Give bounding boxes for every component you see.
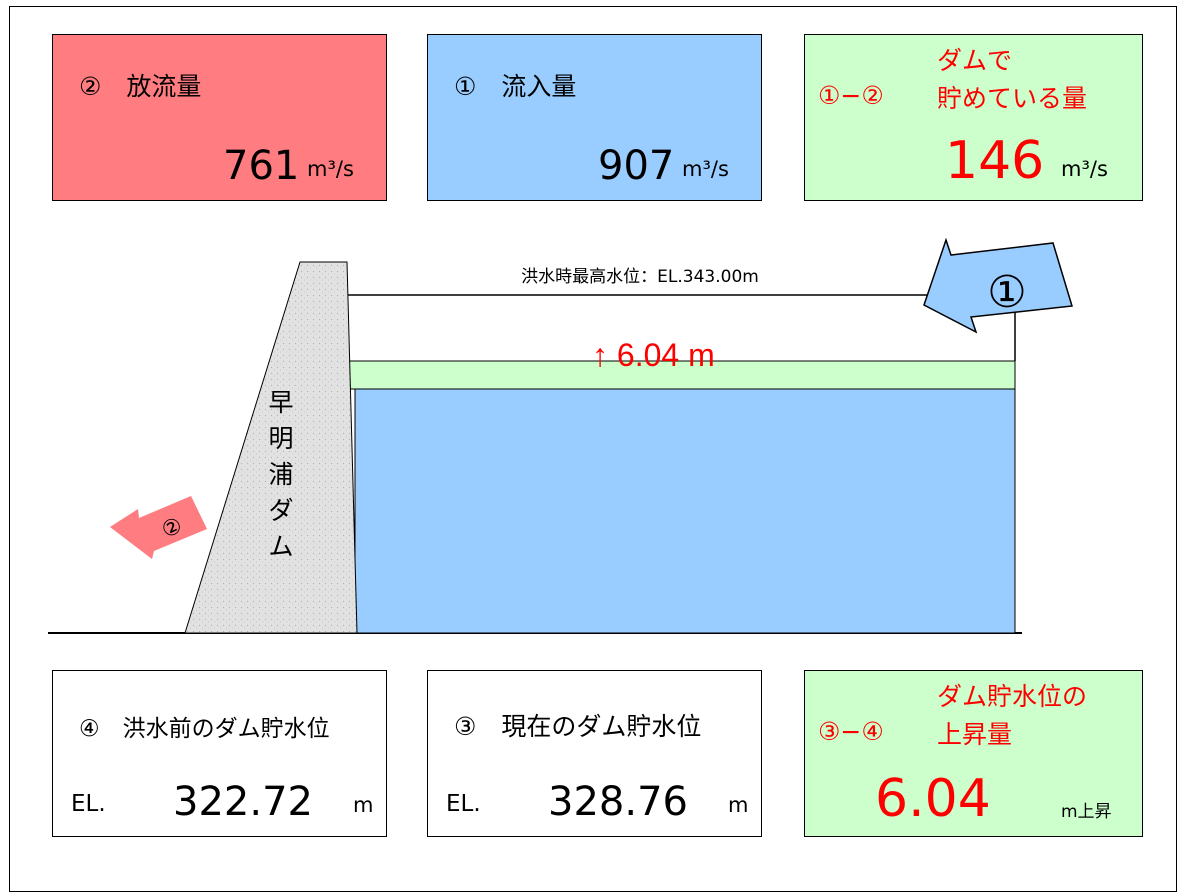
stored-label-line1: ダムで	[937, 46, 1013, 75]
inflow-value: 907	[598, 143, 675, 189]
dam-name-label: 早 明 浦 ダ ム	[268, 385, 294, 565]
outflow-unit: m³/s	[307, 157, 354, 181]
rise-formula: ③−④	[818, 717, 884, 746]
inflow-arrow	[923, 237, 1073, 334]
before-level-unit: m	[353, 793, 374, 817]
inflow-marker: ①	[987, 267, 1026, 318]
rise-label-line1: ダム貯水位の	[937, 682, 1088, 711]
inflow-box: ① 流入量 907 m³/s	[427, 34, 762, 201]
rise-label-line2: 上昇量	[937, 720, 1013, 749]
inflow-label: ① 流入量	[454, 72, 577, 101]
current-level-unit: m	[728, 793, 749, 817]
stored-box: ①−② ダムで 貯めている量 146 m³/s	[804, 34, 1143, 201]
diagram-frame	[9, 6, 1177, 892]
current-level-value: 328.76	[548, 779, 688, 825]
dam-name-char: 明	[268, 424, 294, 453]
dam-name-char: 早	[268, 388, 294, 417]
before-level-prefix: EL.	[71, 791, 106, 817]
current-level-box: ③ 現在のダム貯水位 EL. 328.76 m	[427, 670, 762, 837]
rise-value: 6.04	[875, 769, 991, 829]
flood-level-label: 洪水時最高水位：EL.343.00m	[521, 267, 759, 287]
before-level-box: ④ 洪水前のダム貯水位 EL. 322.72 m	[52, 670, 387, 837]
outflow-arrow	[110, 496, 207, 559]
dam-name-char: 浦	[268, 460, 294, 489]
rise-unit: m上昇	[1061, 802, 1112, 822]
rise-box: ③−④ ダム貯水位の 上昇量 6.04 m上昇	[804, 670, 1143, 837]
current-level-prefix: EL.	[446, 791, 481, 817]
outflow-value: 761	[223, 143, 300, 189]
outflow-label: ② 放流量	[79, 72, 202, 101]
before-level-label: ④ 洪水前のダム貯水位	[79, 716, 330, 742]
dam-name-char: ダ	[268, 496, 294, 525]
stored-formula: ①−②	[818, 81, 884, 110]
inflow-unit: m³/s	[682, 157, 729, 181]
reservoir-water	[354, 388, 1016, 634]
dam-name-char: ム	[268, 532, 294, 561]
stored-label-line2: 貯めている量	[937, 84, 1088, 113]
before-level-value: 322.72	[173, 779, 313, 825]
dam-body	[184, 261, 358, 634]
outflow-box: ② 放流量 761 m³/s	[52, 34, 387, 201]
rise-band	[347, 360, 1016, 390]
stored-unit: m³/s	[1061, 157, 1108, 181]
rise-label: ↑ 6.04 m	[592, 337, 715, 373]
current-level-label: ③ 現在のダム貯水位	[454, 712, 702, 741]
stored-value: 146	[945, 131, 1045, 191]
